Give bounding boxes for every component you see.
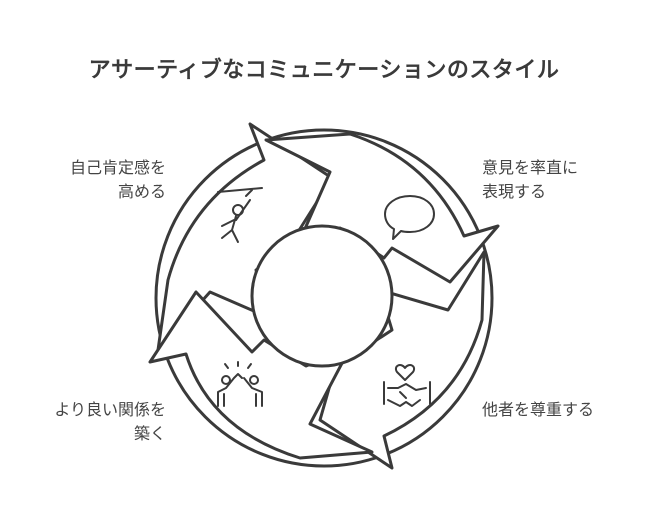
cheering-person-icon: [217, 187, 263, 243]
step-label-respect: 他者を尊重する: [482, 400, 595, 419]
step-label-express: 意見を率直に表現する: [482, 158, 579, 201]
handshake-heart-icon: [383, 364, 431, 407]
page-title: アサーティブなコミュニケーションのスタイル: [88, 58, 560, 83]
inner-hub: [250, 224, 394, 368]
step-label-self-esteem: 自己肯定感を高める: [69, 158, 166, 201]
speech-bubble-icon: [384, 195, 435, 240]
arrow-bottom-left: [148, 290, 374, 460]
arrow-top-right: [264, 132, 500, 284]
high-five-icon: [217, 361, 263, 407]
step-label-relationships: より良い関係を築く: [54, 400, 166, 443]
